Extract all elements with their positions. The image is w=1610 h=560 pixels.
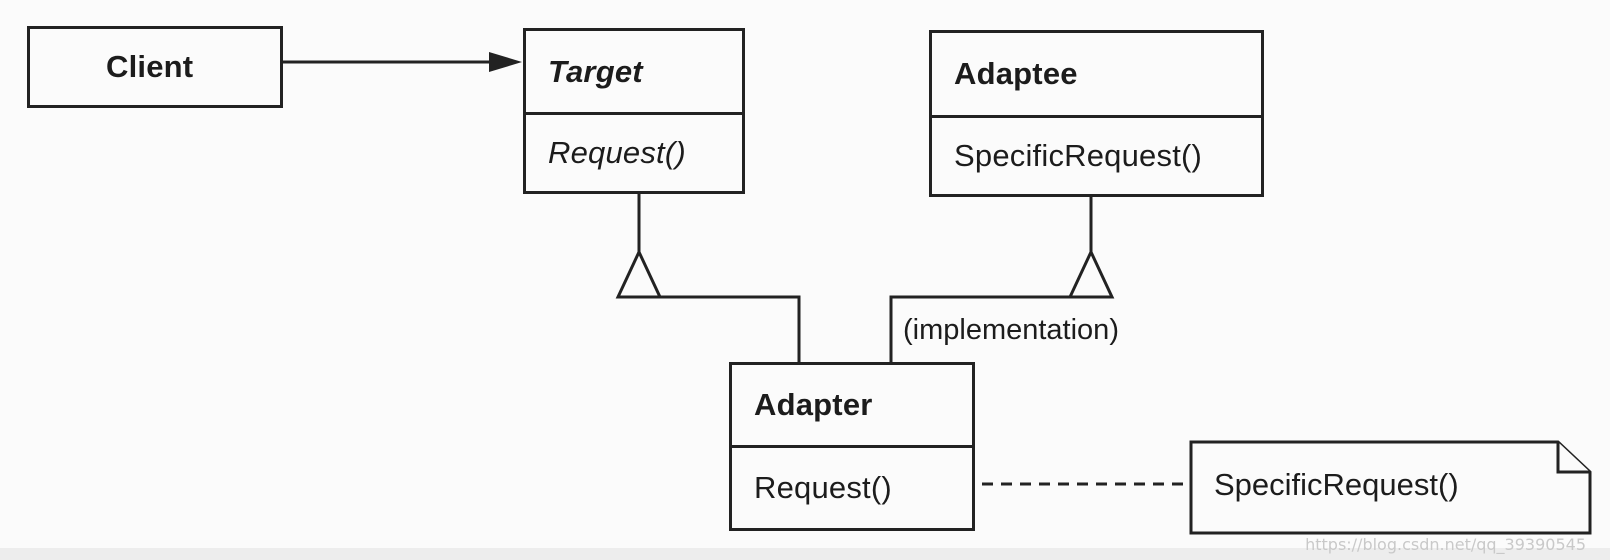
adaptee-class-box: Adaptee SpecificRequest() <box>929 30 1264 197</box>
adapter-operation: Request() <box>732 445 972 528</box>
adapter-to-target-path <box>660 295 801 364</box>
target-inheritance-triangle <box>615 248 663 299</box>
adapter-class-name: Adapter <box>754 387 873 422</box>
bottom-band <box>0 548 1610 560</box>
client-class-box: Client <box>27 26 283 108</box>
adapter-class-box: Adapter Request() <box>729 362 975 531</box>
adaptee-operation: SpecificRequest() <box>932 115 1261 194</box>
note-text: SpecificRequest() <box>1214 467 1459 502</box>
client-class-name: Client <box>106 49 194 84</box>
note-box <box>1189 440 1592 535</box>
adapter-to-adaptee-path <box>889 295 1070 364</box>
target-class-box: Target Request() <box>523 28 745 194</box>
target-class-name: Target <box>548 53 643 89</box>
watermark-text: https://blog.csdn.net/qq_39390545 <box>1305 535 1586 554</box>
adaptee-inheritance-triangle <box>1067 248 1115 299</box>
target-operation: Request() <box>526 112 742 191</box>
adaptee-class-name: Adaptee <box>954 56 1078 91</box>
implementation-label: (implementation) <box>903 314 1119 346</box>
note-fold <box>1556 442 1590 474</box>
client-target-arrowhead <box>489 52 522 72</box>
